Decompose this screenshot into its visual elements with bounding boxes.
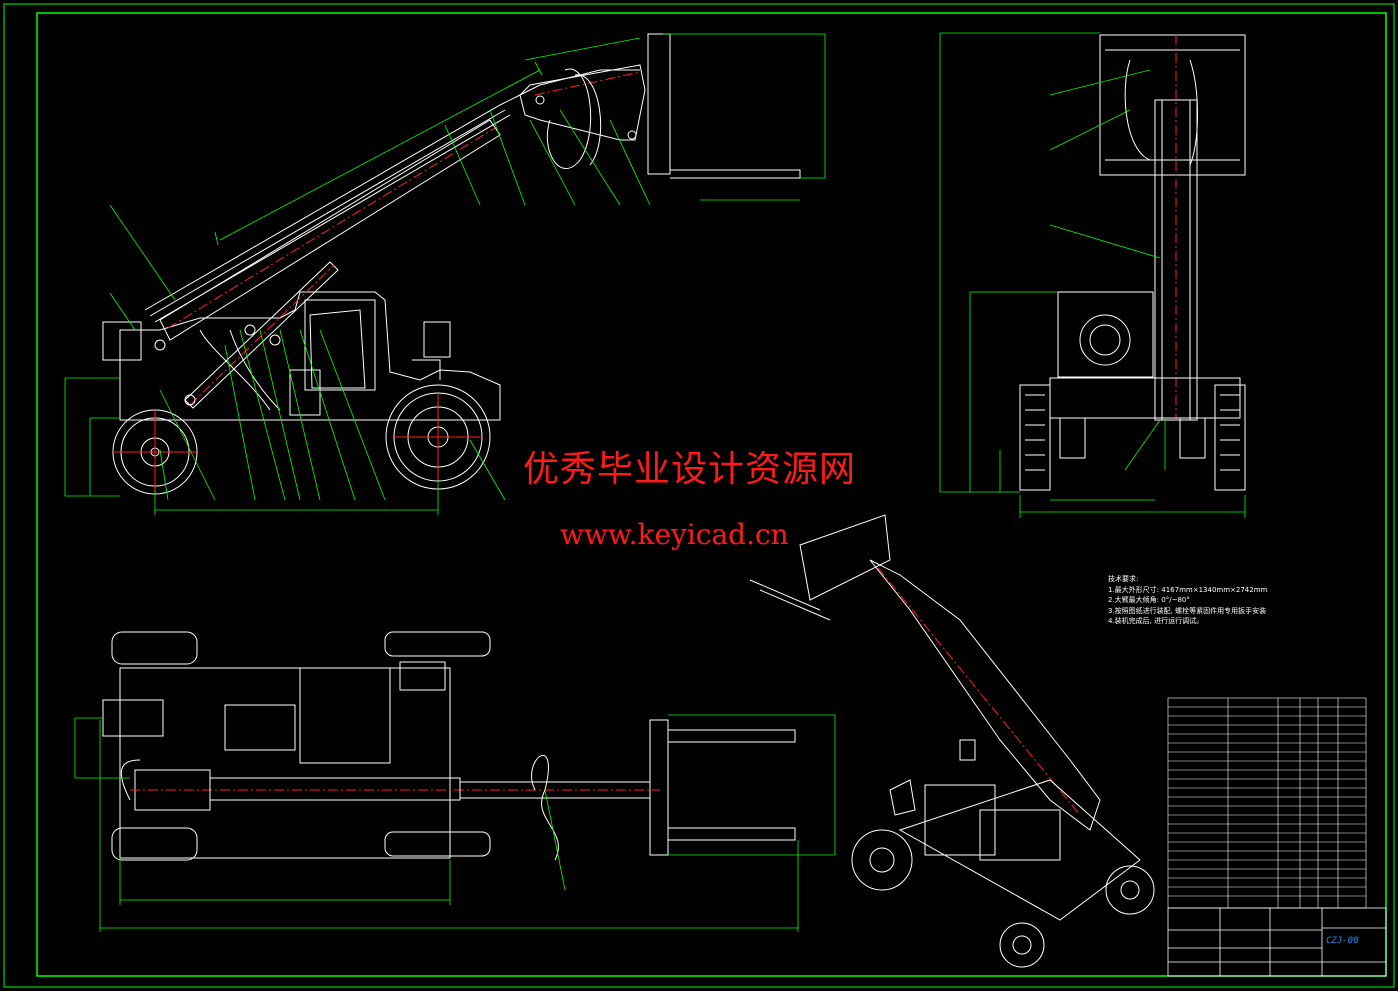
technical-requirement-item: 2.大臂最大倾角: 0°/~80° xyxy=(1108,596,1190,604)
side-view-dimensions xyxy=(64,33,826,515)
technical-requirements-heading: 技术要求: xyxy=(1108,575,1139,583)
technical-requirement-item: 1.最大外形尺寸: 4167mm×1340mm×2742mm xyxy=(1108,585,1268,594)
top-view xyxy=(102,631,796,861)
watermark-title: 优秀毕业设计资源网 xyxy=(523,449,857,490)
parts-list xyxy=(1167,697,1367,909)
inner-frame xyxy=(36,12,1387,977)
technical-requirements: 技术要求: 1.最大外形尺寸: 4167mm×1340mm×2742mm 2.大… xyxy=(1108,574,1267,627)
side-view xyxy=(102,33,801,495)
rear-view xyxy=(1019,34,1246,491)
outer-frame xyxy=(3,3,1395,988)
drawing-number: CZJ-00 xyxy=(1326,936,1359,946)
title-block xyxy=(1167,907,1387,977)
rear-view-dimensions xyxy=(939,32,1246,518)
watermark-url: www.keyicad.cn xyxy=(560,518,789,551)
technical-requirement-item: 4.装机完成后, 进行运行调试。 xyxy=(1108,617,1204,625)
technical-requirement-item: 3.按照图纸进行装配, 螺栓等紧固件用专用扳手安装 xyxy=(1108,606,1267,615)
top-view-dimensions xyxy=(74,714,836,932)
isometric-view xyxy=(749,514,1155,968)
